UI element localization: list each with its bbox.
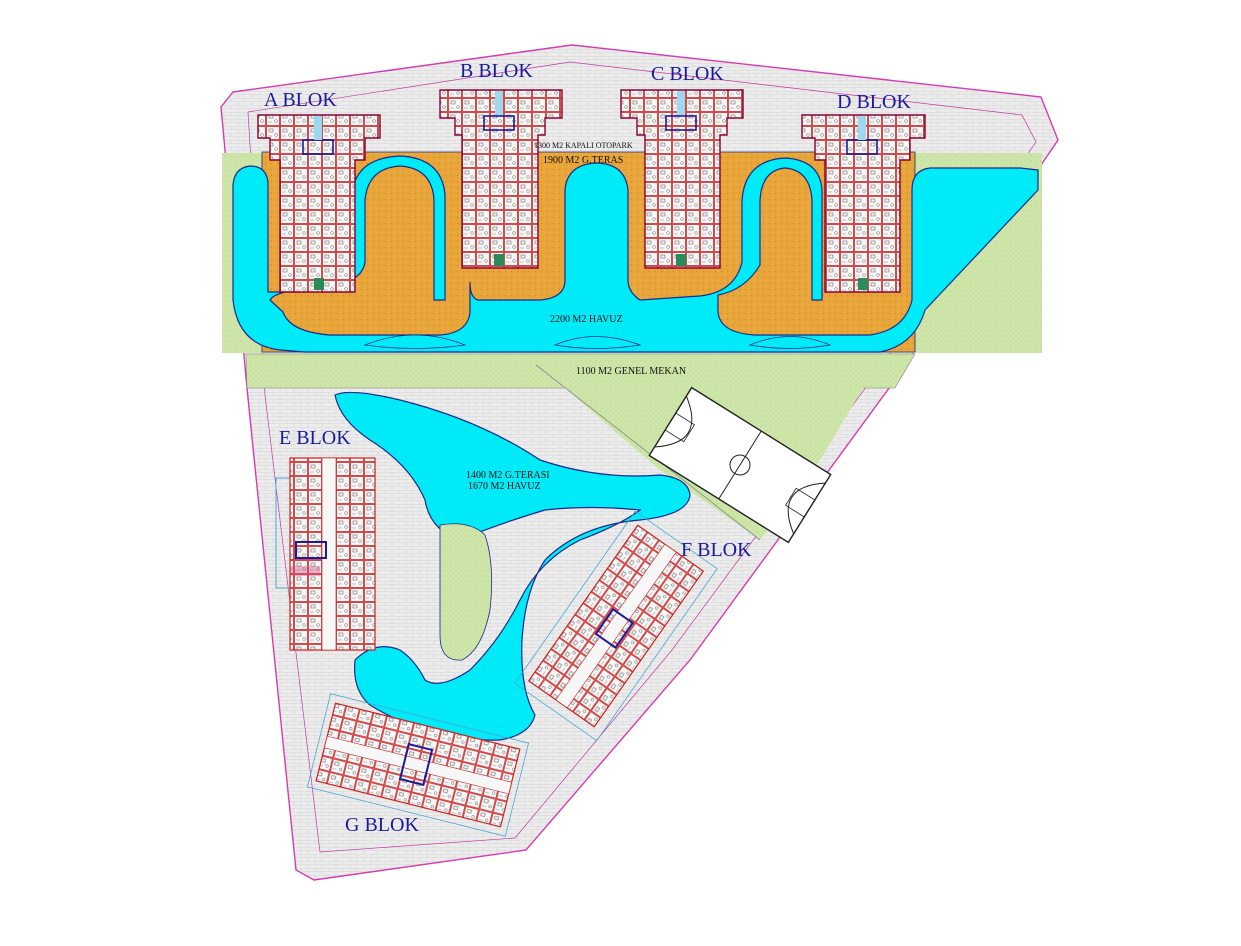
label-d-blok: D BLOK	[837, 91, 911, 113]
label-common: 1100 M2 GENEL MEKAN	[576, 366, 686, 377]
label-pool-bottom: 1670 M2 HAVUZ	[468, 481, 541, 492]
pool-lens-2	[553, 336, 642, 349]
building-g	[306, 693, 530, 837]
lower-pool	[334, 391, 691, 741]
label-c-blok: C BLOK	[651, 63, 724, 85]
label-parking: 1300 M2 KAPALI OTOPARK	[534, 141, 633, 150]
label-e-blok: E BLOK	[279, 427, 351, 449]
label-g-blok: G BLOK	[345, 814, 419, 836]
pool-lens-3	[748, 336, 832, 349]
building-e	[275, 457, 376, 651]
label-terrace-bottom: 1400 M2 G.TERASI	[466, 470, 550, 481]
path-line	[535, 364, 761, 541]
basketball-court-icon	[648, 386, 832, 544]
building-d	[801, 114, 926, 293]
label-pool-top: 2200 M2 HAVUZ	[550, 314, 623, 325]
building-a	[257, 114, 381, 293]
lower-pool-island	[439, 523, 493, 661]
label-terrace-top: 1900 M2 G.TERAS	[543, 155, 623, 166]
label-b-blok: B BLOK	[460, 60, 533, 82]
label-a-blok: A BLOK	[264, 89, 337, 111]
building-c	[620, 89, 744, 269]
building-f	[514, 510, 718, 742]
building-b	[439, 89, 563, 269]
pool-lens-1	[363, 334, 467, 349]
label-f-blok: F BLOK	[681, 539, 752, 561]
